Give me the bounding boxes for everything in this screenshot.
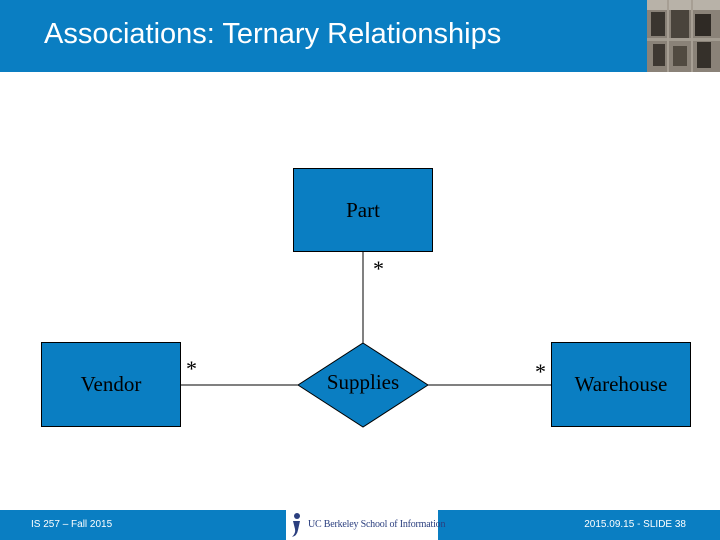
entity-warehouse: Warehouse [551, 342, 691, 427]
course-label: IS 257 – Fall 2015 [31, 519, 113, 530]
entity-part-label: Part [346, 197, 380, 222]
slide-number: 2015.09.15 - SLIDE 38 [584, 519, 686, 530]
relationship-diamond [297, 342, 429, 428]
entity-vendor: Vendor [41, 342, 181, 427]
multiplicity-part: * [373, 256, 384, 281]
entity-part: Part [293, 168, 433, 252]
multiplicity-vendor: * [186, 356, 197, 381]
entity-vendor-label: Vendor [80, 372, 142, 396]
school-logo: UC Berkeley School of Information [286, 510, 445, 540]
building-photo [647, 0, 720, 72]
relationship-label: Supplies [326, 370, 400, 394]
footer-bar: IS 257 – Fall 2015 UC Berkeley School of… [0, 510, 720, 540]
logo-text: UC Berkeley School of Information [308, 519, 446, 530]
slide-title: Associations: Ternary Relationships [44, 18, 502, 50]
multiplicity-warehouse: * [535, 359, 546, 384]
entity-warehouse-label: Warehouse [574, 372, 668, 396]
logo-mark-icon [292, 513, 300, 537]
header-bar: Associations: Ternary Relationships [0, 0, 720, 72]
